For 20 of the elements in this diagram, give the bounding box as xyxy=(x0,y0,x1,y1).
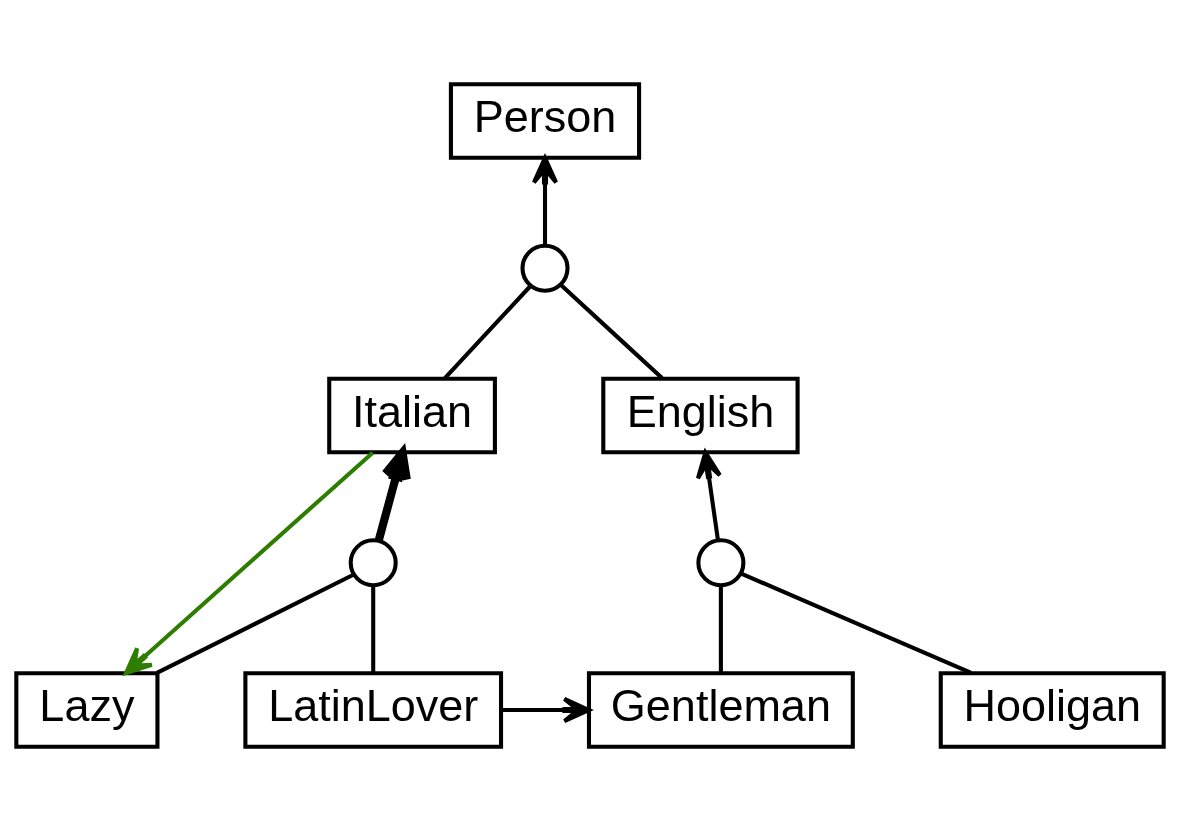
arrow xyxy=(501,696,591,723)
node-box: Hooligan xyxy=(938,670,1166,749)
node-box: Person xyxy=(448,81,642,160)
node-circle xyxy=(520,243,570,293)
connector xyxy=(559,283,664,380)
arrow xyxy=(695,449,722,540)
arrow xyxy=(124,450,375,675)
node-box: Lazy xyxy=(14,670,160,749)
connector xyxy=(156,572,355,675)
node-box: Italian xyxy=(327,376,497,454)
connector xyxy=(443,284,532,379)
arrow xyxy=(531,155,559,246)
connector xyxy=(740,571,972,675)
node-box: Gentleman xyxy=(586,670,855,749)
node-circle xyxy=(696,537,746,587)
node-box: English xyxy=(601,376,800,454)
connector xyxy=(371,585,376,673)
node-box: LatinLover xyxy=(243,670,504,749)
node-circle xyxy=(348,537,398,587)
connector xyxy=(718,585,723,673)
